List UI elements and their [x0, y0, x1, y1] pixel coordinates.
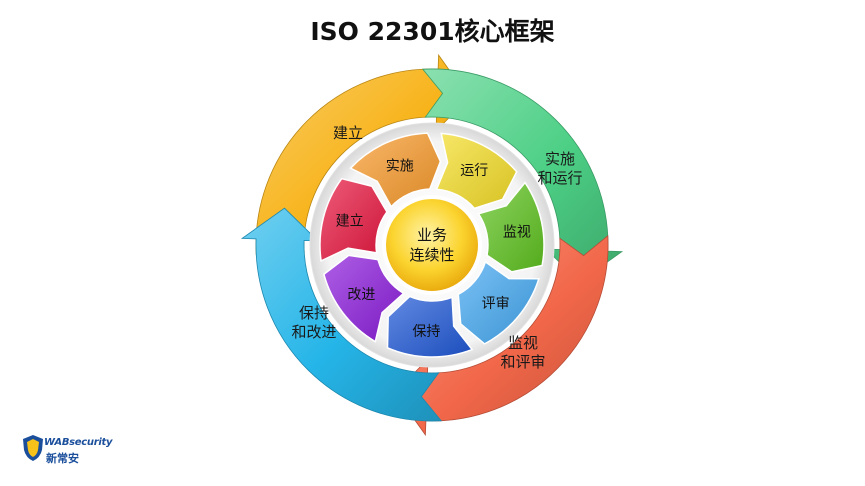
inner-label-monitor: 监视	[503, 224, 531, 240]
logo-brand-text: WABsecurity	[44, 437, 113, 448]
outer-ring	[240, 53, 624, 437]
inner-arrow-operate	[435, 132, 518, 210]
inner-arrow-maintain	[386, 295, 474, 358]
center-label-line2: 连续性	[409, 246, 454, 264]
inner-label-review: 评审	[482, 296, 510, 312]
inner-label-establish: 建立	[336, 214, 364, 230]
outer-label-implement-operate: 实施和运行	[537, 150, 582, 187]
outer-arrow-maintain-improve	[240, 207, 443, 422]
inner-label-operate: 运行	[460, 163, 488, 179]
brand-logo: WABsecurity 新常安	[22, 430, 112, 466]
inner-arrow-monitor	[477, 181, 545, 273]
center-circle	[382, 195, 482, 295]
shield-icon	[23, 435, 43, 461]
inner-ring	[319, 132, 545, 358]
inner-label-maintain: 保持	[412, 324, 440, 340]
logo-cn-text: 新常安	[46, 452, 79, 465]
page-title: ISO 22301核心框架	[310, 17, 555, 46]
outer-label-monitor-review: 监视和评审	[500, 334, 545, 371]
inner-arrow-establish	[319, 177, 388, 263]
inner-label-implement: 实施	[386, 158, 414, 174]
outer-label-establish: 建立	[333, 124, 363, 142]
inner-arrow-review	[457, 260, 540, 345]
inner-arrow-improve	[323, 254, 405, 343]
center-label-line1: 业务	[417, 226, 447, 244]
inner-arrow-implement	[349, 132, 442, 208]
outer-label-maintain-improve: 保持和改进	[291, 304, 336, 341]
inner-label-improve: 改进	[347, 287, 375, 303]
